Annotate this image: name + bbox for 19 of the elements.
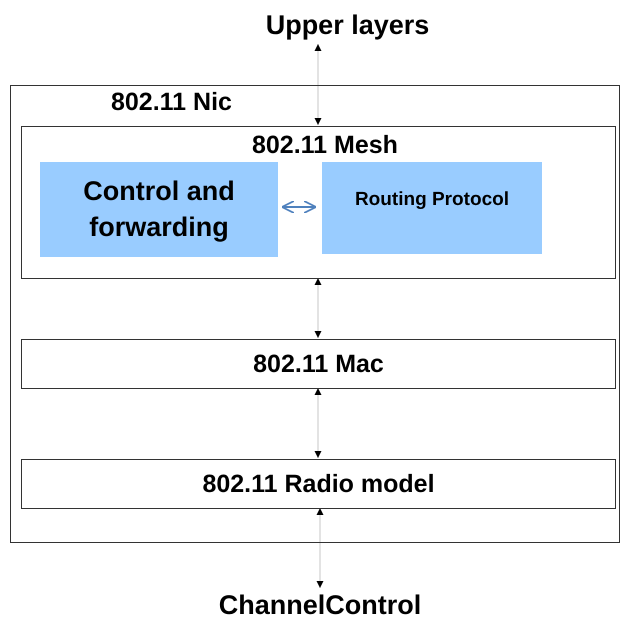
label-text: Control and forwarding [82, 175, 236, 244]
connector-arrow [314, 278, 322, 338]
connector-arrow [314, 44, 322, 125]
layer-box [10, 85, 620, 543]
label-text: 802.11 Mac [253, 348, 384, 380]
connector-arrow [316, 508, 324, 588]
label-text: Routing Protocol [354, 188, 510, 212]
layer-box [21, 339, 616, 389]
layer-box [21, 126, 616, 279]
label-text: Upper layers [266, 9, 430, 42]
label-text: ChannelControl [218, 589, 422, 617]
label-text: 802.11 Mesh [252, 131, 398, 160]
label-text: 802.11 Nic [111, 88, 232, 117]
module-box [40, 162, 278, 257]
layer-box [21, 459, 616, 509]
module-box [322, 162, 542, 254]
connector-arrow [314, 388, 322, 458]
double-arrow [281, 200, 317, 214]
label-text: 802.11 Radio model [202, 468, 435, 500]
